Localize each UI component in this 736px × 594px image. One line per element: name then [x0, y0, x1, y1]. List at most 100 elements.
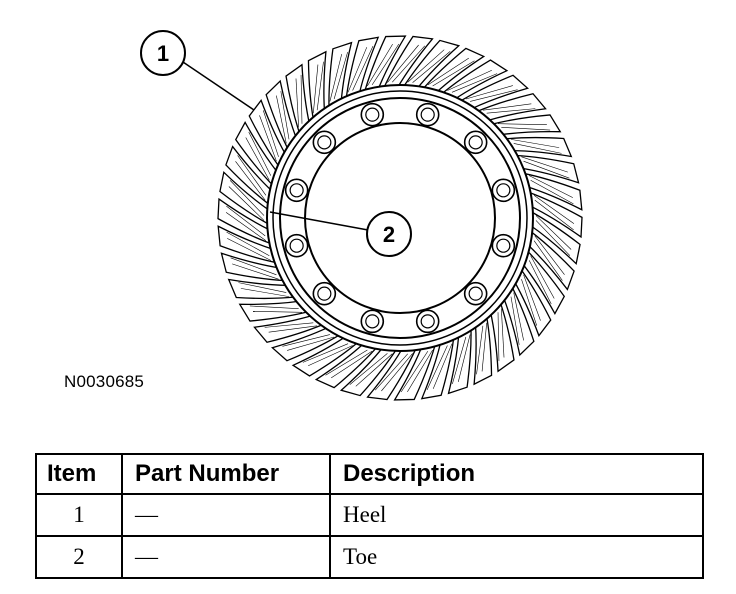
tooth-hatch-line [235, 161, 266, 201]
tooth-hatch-line [302, 343, 349, 363]
tooth-hatch-line [535, 215, 572, 250]
tooth-hatch-line [227, 238, 271, 261]
gear-tooth [529, 209, 581, 265]
tooth-hatch-line [331, 350, 373, 379]
svg-text:2: 2 [383, 222, 395, 247]
tooth-hatch-line [295, 78, 299, 128]
ring-gear-diagram: 1 2 [140, 30, 583, 401]
tooth-hatch-line [451, 73, 498, 93]
cell-part-number: — [121, 535, 331, 579]
tooth-hatch-line [486, 108, 536, 114]
gear-tooth [502, 284, 535, 357]
tooth-hatch-line [392, 45, 426, 83]
callout-1: 1 [140, 30, 186, 76]
cell-item: 2 [35, 535, 123, 579]
gear-tooth [265, 79, 298, 152]
tooth-hatch-line [533, 195, 575, 224]
tooth-hatch-line [528, 260, 552, 305]
cell-item: 1 [35, 493, 123, 537]
tooth-hatch-line [510, 139, 560, 148]
tooth-hatch-line [533, 240, 563, 281]
tooth-hatch-line [523, 160, 570, 179]
tooth-hatch-line [427, 57, 469, 86]
gear-inner-rim [272, 90, 528, 346]
cell-part-number: — [121, 493, 331, 537]
tooth-hatch-line [259, 115, 277, 162]
gear-tooth [401, 39, 461, 90]
tooth-hatch-line [352, 45, 374, 91]
gear-tooth [489, 299, 515, 373]
tooth-hatch-line [347, 47, 368, 93]
gear-tooth [314, 342, 380, 389]
tooth-hatch-line [313, 64, 319, 114]
tooth-hatch-line [510, 296, 520, 345]
bolt-hole-inner [468, 286, 483, 301]
tooth-hatch-line [501, 127, 551, 131]
bolt-hole-inner [317, 135, 332, 150]
gear-tooth [420, 47, 486, 94]
gear-tooth [366, 346, 418, 401]
tooth-hatch-line [264, 322, 314, 328]
tooth-hatch-line [513, 292, 524, 341]
leader-line-1 [179, 59, 255, 111]
tooth-hatch-line [325, 349, 368, 376]
tooth-hatch-line [465, 85, 513, 100]
gear-tooth [307, 50, 327, 123]
table-header-row: Item Part Number Description [35, 453, 704, 495]
gear-tooth [474, 93, 547, 122]
tooth-hatch-line [268, 325, 318, 333]
table-row: 1 — Heel [35, 493, 704, 537]
svg-text:1: 1 [157, 41, 169, 66]
tooth-hatch-line [387, 44, 419, 83]
tooth-hatch-line [249, 305, 299, 309]
tooth-hatch-line [248, 131, 272, 176]
bolt-hole-inner [420, 314, 435, 329]
bolt-hole-inner [317, 286, 332, 301]
tooth-hatch-line [501, 308, 505, 358]
bolt-hole-inner [289, 238, 304, 253]
cell-description: Heel [329, 493, 704, 537]
tooth-hatch-line [229, 180, 265, 216]
tooth-hatch-line [535, 220, 571, 256]
tooth-hatch-line [230, 257, 277, 276]
tooth-hatch-line [498, 123, 547, 125]
tooth-hatch-line [470, 89, 518, 102]
tooth-hatch-line [407, 349, 433, 392]
tooth-hatch-line [381, 353, 413, 392]
tooth-hatch-line [407, 49, 445, 83]
tooth-hatch-line [374, 353, 408, 391]
tooth-hatch-line [276, 95, 287, 144]
tooth-hatch-line [513, 143, 562, 154]
tooth-hatch-line [371, 43, 400, 86]
tooth-hatch-line [367, 44, 393, 87]
tooth-hatch-line [481, 322, 487, 372]
tooth-hatch-line [240, 288, 290, 297]
tooth-hatch-line [316, 61, 324, 111]
tooth-hatch-line [300, 74, 303, 124]
tooth-hatch-line [412, 51, 451, 83]
tooth-hatch-line [497, 312, 500, 362]
gear-tooth [225, 145, 274, 207]
tooth-hatch-line [452, 336, 467, 385]
tooth-hatch-line [238, 282, 287, 293]
bolt-hole-inner [468, 135, 483, 150]
tooth-hatch-line [355, 353, 393, 387]
bolt-hole-inner [365, 107, 380, 122]
tooth-hatch-line [262, 110, 279, 157]
gear-tooth [457, 74, 529, 110]
tooth-hatch-line [476, 325, 484, 375]
gear-teeth [217, 35, 583, 401]
bolt-hole-inner [496, 238, 511, 253]
header-item: Item [35, 453, 123, 495]
gear-tooth [473, 313, 493, 386]
figure-code: N0030685 [64, 372, 145, 391]
gear-tooth [271, 326, 343, 362]
tooth-hatch-line [521, 279, 538, 326]
header-part-number: Part Number [121, 453, 331, 495]
gear-tooth [253, 314, 326, 343]
tooth-hatch-line [534, 199, 574, 231]
tooth-hatch-line [447, 69, 492, 91]
tooth-hatch-line [308, 345, 353, 367]
tooth-hatch-line [228, 186, 265, 221]
tooth-hatch-line [226, 231, 270, 257]
